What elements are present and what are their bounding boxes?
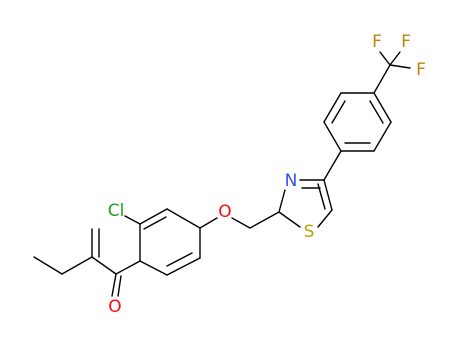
bond xyxy=(115,260,141,275)
bond xyxy=(33,256,63,275)
bond xyxy=(61,256,93,275)
bond xyxy=(278,211,301,228)
bond xyxy=(124,215,141,225)
bond xyxy=(111,273,117,297)
bond xyxy=(373,64,391,94)
bond xyxy=(389,51,401,66)
atom-label-o-ether: O xyxy=(218,202,231,222)
atom-label-s: S xyxy=(304,222,315,242)
bond xyxy=(323,150,342,181)
atom-label-o-carbonyl: O xyxy=(108,297,121,317)
bond xyxy=(143,216,167,230)
bond xyxy=(166,208,201,229)
atom-label-f: F xyxy=(416,60,426,80)
bond xyxy=(369,100,384,124)
bond xyxy=(317,183,326,210)
bond xyxy=(278,189,286,213)
bond xyxy=(117,275,122,297)
bond xyxy=(373,92,392,123)
bond xyxy=(331,100,346,124)
atom-label-f: F xyxy=(401,32,411,52)
bond xyxy=(249,211,280,229)
bond xyxy=(91,256,117,275)
bond xyxy=(389,64,411,69)
bond xyxy=(199,217,218,229)
bond xyxy=(373,121,392,152)
bond xyxy=(139,260,168,276)
bond xyxy=(323,121,342,152)
atom-labels: F F F N Cl O S O xyxy=(108,32,426,317)
bond-lines xyxy=(33,51,411,297)
bond xyxy=(166,252,193,267)
bond xyxy=(231,217,251,229)
bond xyxy=(323,179,333,211)
bond xyxy=(323,92,342,123)
atom-label-n: N xyxy=(285,171,298,191)
bond xyxy=(139,208,168,225)
bond xyxy=(379,51,391,66)
atom-label-cl: Cl xyxy=(108,201,125,221)
bond xyxy=(166,257,201,276)
bond xyxy=(317,209,333,228)
atom-label-f: F xyxy=(372,32,382,52)
